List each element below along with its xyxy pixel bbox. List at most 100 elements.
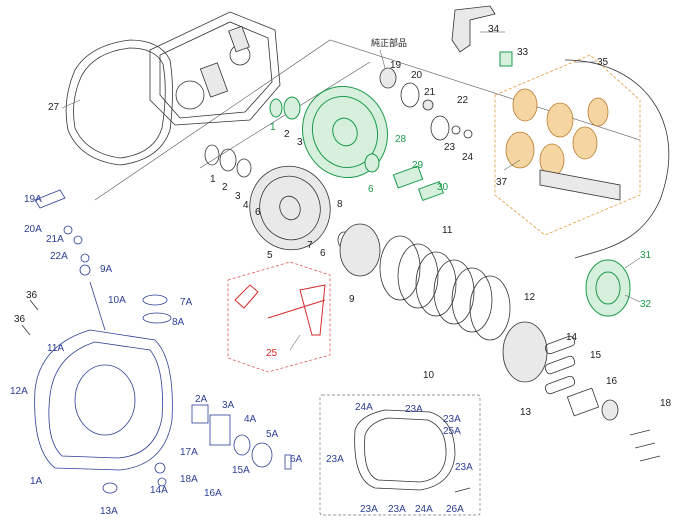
label-5A: 5A (266, 429, 279, 440)
plate-15 (566, 387, 600, 417)
label-9: 9 (349, 294, 355, 305)
label-24: 24 (462, 152, 474, 163)
label-5: 5 (267, 250, 273, 261)
label-7A: 7A (180, 297, 193, 308)
label-7: 7 (307, 240, 313, 251)
washer-3 (236, 158, 252, 178)
label-28: 28 (395, 134, 407, 145)
label-12A: 12A (10, 386, 28, 397)
label-8: 8 (337, 199, 343, 210)
clutch-lifter-31-32 (585, 259, 631, 317)
clutch-discs-10-11 (379, 235, 511, 341)
label-23A-right: 23A (455, 462, 473, 473)
label-14A: 14A (150, 485, 168, 496)
bearing-16 (601, 399, 619, 421)
clutch-cable-35 (564, 59, 670, 259)
leader-lines (61, 31, 641, 351)
label-14: 14 (566, 332, 578, 343)
bushing-30 (417, 180, 445, 202)
label-4A: 4A (244, 414, 257, 425)
label-1: 1 (210, 174, 216, 185)
bolts-18 (629, 429, 661, 462)
kickstart-25 (234, 284, 326, 336)
label-10A: 10A (108, 295, 126, 306)
label-36b: 36 (14, 314, 26, 325)
label-23A-top: 23A (405, 404, 423, 415)
clutch-lever-34 (451, 5, 496, 53)
label-31: 31 (640, 250, 652, 261)
label-35: 35 (597, 57, 609, 68)
label-23A-left: 23A (326, 454, 344, 465)
clutch-basket-5 (249, 165, 331, 251)
label-24A-top: 24A (355, 402, 373, 413)
transmission-box (494, 54, 641, 236)
label-3A: 3A (222, 400, 235, 411)
label-36a: 36 (26, 290, 38, 301)
label-24A-bottom: 24A (415, 504, 433, 515)
label-34: 34 (488, 24, 500, 35)
label-23A-bottom-2: 23A (388, 504, 406, 515)
label-16: 16 (606, 376, 618, 387)
springs-14 (544, 335, 576, 395)
clutch-center-9 (339, 223, 381, 277)
label-21A: 21A (46, 234, 64, 245)
bushing-29 (392, 165, 424, 189)
part-23-top (451, 125, 461, 135)
label-23A-right-top: 23A (443, 414, 461, 425)
label-19A: 19A (24, 194, 42, 205)
washer-2-green (283, 96, 301, 120)
label-23: 23 (444, 142, 456, 153)
label-22A: 22A (50, 251, 68, 262)
label-20A: 20A (24, 224, 42, 235)
label-1A: 1A (30, 476, 43, 487)
label-15: 15 (590, 350, 602, 361)
label-3: 3 (235, 191, 241, 202)
inset-cover (354, 409, 471, 493)
label-26A: 26A (446, 504, 464, 515)
label-30: 30 (437, 182, 449, 193)
label-25A: 25A (443, 426, 461, 437)
label-22: 22 (457, 95, 469, 106)
label-11: 11 (442, 225, 453, 236)
part-labels: 純正部品 27 34 33 35 19 20 21 22 23 24 37 28… (10, 24, 672, 517)
label-4: 4 (243, 200, 249, 211)
label-6-green: 6 (368, 184, 374, 195)
pressure-plate-12 (502, 321, 548, 383)
label-25: 25 (266, 348, 278, 359)
label-33: 33 (517, 47, 529, 58)
washer-1 (204, 144, 220, 166)
part-21 (422, 99, 434, 111)
label-20: 20 (411, 70, 423, 81)
label-1-green: 1 (270, 122, 276, 133)
clutch-outer-28 (302, 85, 388, 179)
label-18A: 18A (180, 474, 198, 485)
label-15A: 15A (232, 465, 250, 476)
transmission-gears-37 (505, 88, 621, 201)
part-22 (430, 115, 450, 141)
right-crankcase-cover (34, 329, 173, 471)
inset-box (319, 394, 481, 516)
label-6: 6 (255, 207, 261, 218)
cover-small-parts (34, 189, 292, 494)
label-29: 29 (412, 160, 424, 171)
label-6A: 6A (290, 454, 303, 465)
label-18: 18 (660, 398, 672, 409)
label-23A-bottom-1: 23A (360, 504, 378, 515)
part-20 (400, 82, 420, 108)
label-13: 13 (520, 407, 532, 418)
collar-6-green (364, 153, 380, 173)
label-11A: 11A (47, 343, 64, 354)
label-19: 19 (390, 60, 402, 71)
label-6b: 6 (320, 248, 326, 259)
label-10: 10 (423, 370, 435, 381)
part-24-top (463, 129, 473, 139)
label-16A: 16A (204, 488, 222, 499)
washer-2 (219, 148, 237, 172)
bolts-36 (21, 299, 39, 336)
label-9A: 9A (100, 264, 113, 275)
part-33 (499, 51, 513, 67)
label-8A: 8A (172, 317, 185, 328)
label-2-top: 2 (284, 129, 290, 140)
label-17A: 17A (180, 447, 198, 458)
